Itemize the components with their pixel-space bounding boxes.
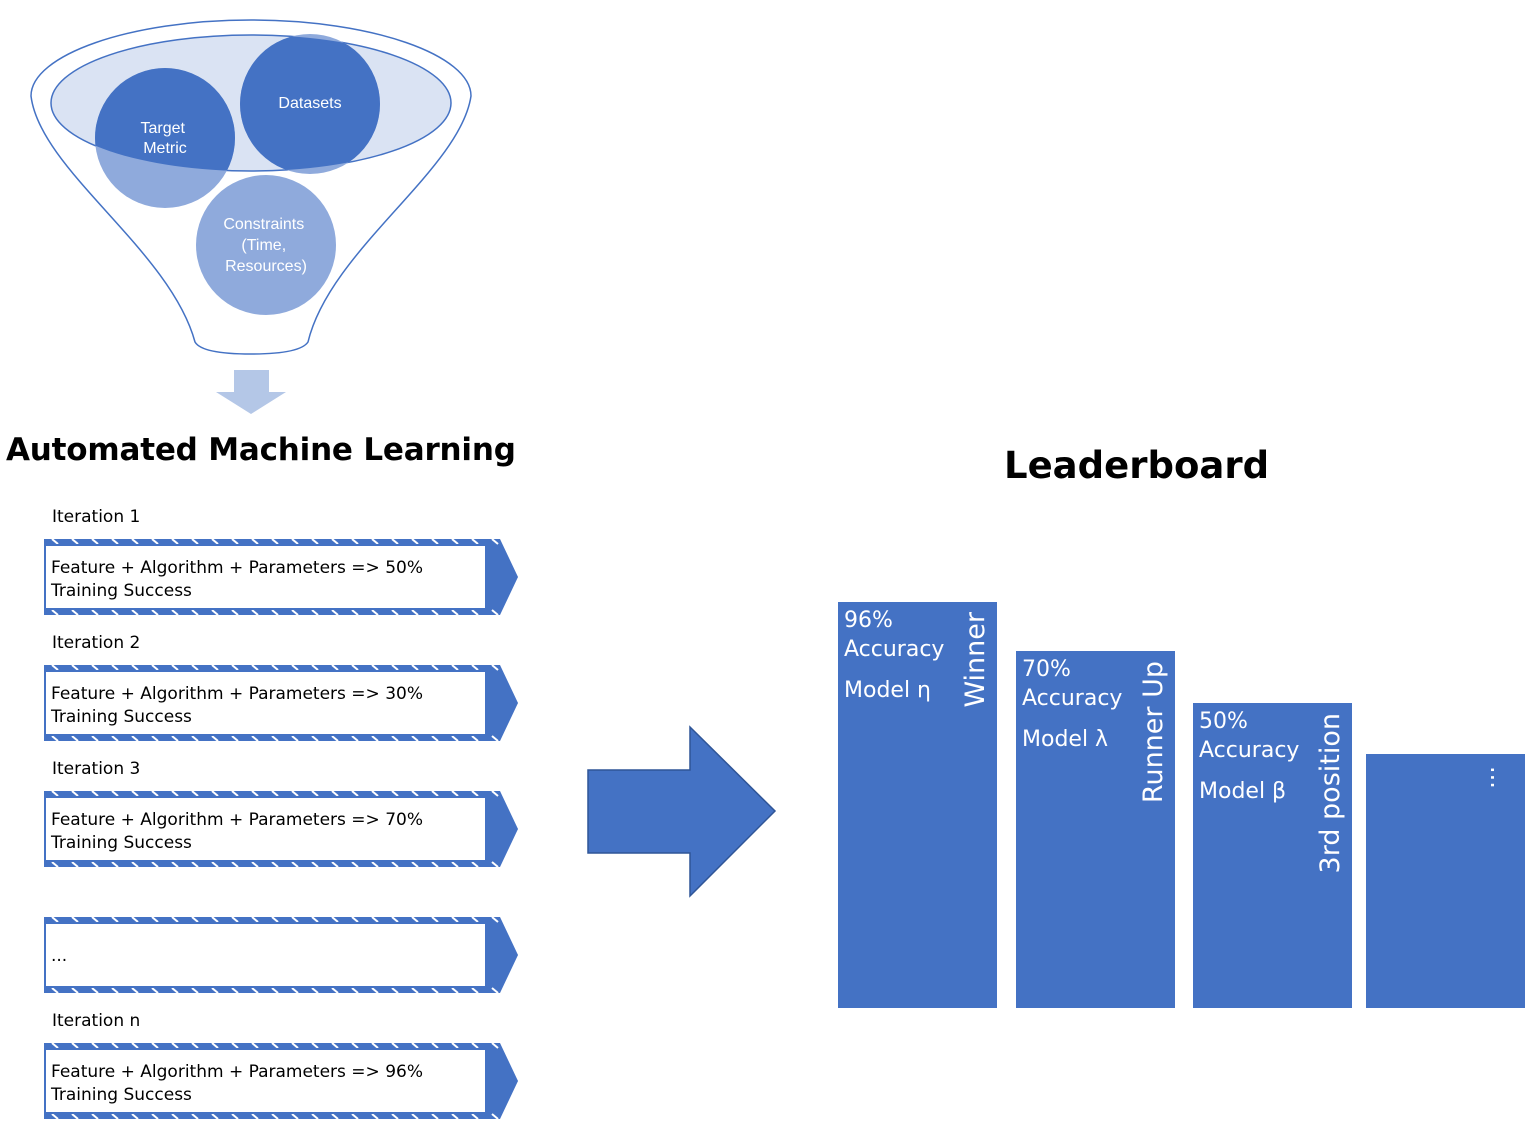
down-arrow-icon xyxy=(216,370,286,414)
accuracy-label: 70% Accuracy xyxy=(1022,657,1123,711)
banner-arrow-icon xyxy=(488,1051,518,1111)
rank-label: Winner xyxy=(960,612,991,708)
iteration-text: ... xyxy=(51,946,68,966)
iteration-text: Feature + Algorithm + Parameters => 30% … xyxy=(51,684,423,727)
banner-text-box xyxy=(44,670,487,736)
iteration-text: Feature + Algorithm + Parameters => 96% … xyxy=(51,1062,423,1105)
rank-label: 3rd position xyxy=(1315,713,1346,874)
banner-stripes xyxy=(51,664,499,742)
banner-arrow-icon xyxy=(488,799,518,859)
model-label: Model β xyxy=(1199,779,1287,804)
datasets-label: Datasets xyxy=(278,95,341,112)
automl-title: Automated Machine Learning xyxy=(6,432,516,468)
banner-text-box xyxy=(44,922,487,988)
constraints-circle xyxy=(196,175,336,315)
leaderboard-bar-winner: 96% Accuracy Model η Winner xyxy=(838,602,997,1008)
iteration-text: Feature + Algorithm + Parameters => 70% … xyxy=(51,810,423,853)
banner-text-box xyxy=(44,796,487,862)
banner-stripes xyxy=(51,916,499,994)
iteration-label: Iteration 3 xyxy=(52,759,141,779)
iteration-banner: Feature + Algorithm + Parameters => 70% … xyxy=(30,787,525,871)
iteration-banner: Feature + Algorithm + Parameters => 96% … xyxy=(30,1039,525,1123)
model-label: Model η xyxy=(844,678,931,703)
rank-label: Runner Up xyxy=(1138,661,1169,804)
leaderboard-title: Leaderboard xyxy=(1004,444,1270,487)
model-label: Model λ xyxy=(1022,727,1109,752)
accuracy-label: 50% Accuracy xyxy=(1199,709,1300,763)
iteration-label: Iteration n xyxy=(52,1011,141,1031)
banner-stripes xyxy=(51,538,499,616)
iteration-banner: Feature + Algorithm + Parameters => 30% … xyxy=(30,661,525,745)
iteration-banner: Feature + Algorithm + Parameters => 50% … xyxy=(30,535,525,619)
leaderboard-bar-third: 50% Accuracy Model β 3rd position xyxy=(1193,703,1352,1008)
banner-arrow-icon xyxy=(488,925,518,985)
banner-arrow-icon xyxy=(488,673,518,733)
banner-text-box xyxy=(44,1048,487,1114)
banner-stripes xyxy=(51,790,499,868)
iteration-text: Feature + Algorithm + Parameters => 50% … xyxy=(51,558,423,601)
accuracy-label: 96% Accuracy xyxy=(844,608,945,662)
banner-stripes xyxy=(51,1042,499,1120)
iteration-banner: ... xyxy=(30,913,525,997)
iteration-label: Iteration 1 xyxy=(52,507,141,527)
leaderboard-bar-runner-up: 70% Accuracy Model λ Runner Up xyxy=(1016,651,1175,1008)
target-metric-label: Target Metric xyxy=(141,120,190,157)
banner-text-box xyxy=(44,544,487,610)
leaderboard-bar-more: ... xyxy=(1366,754,1525,1008)
right-arrow-icon xyxy=(587,725,777,898)
constraints-label: Constraints (Time, Resources) xyxy=(223,216,308,275)
ellipsis-icon: ... xyxy=(1485,766,1513,789)
iteration-label: Iteration 2 xyxy=(52,633,141,653)
banner-arrow-icon xyxy=(488,547,518,607)
